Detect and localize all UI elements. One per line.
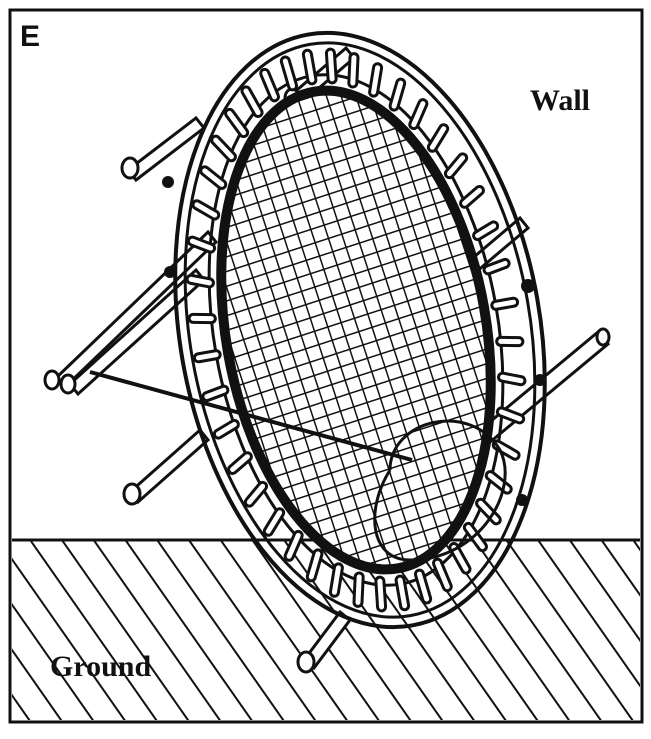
wall-label: Wall bbox=[530, 84, 591, 117]
spring bbox=[240, 85, 264, 119]
spring bbox=[283, 529, 304, 562]
spring bbox=[431, 557, 453, 593]
ground-label: Ground bbox=[50, 650, 152, 683]
spring bbox=[408, 98, 429, 131]
spring bbox=[210, 134, 237, 163]
spring bbox=[262, 507, 286, 537]
elastic-loop bbox=[373, 419, 507, 562]
support-rod bbox=[89, 370, 413, 462]
spring bbox=[328, 562, 344, 598]
spring bbox=[243, 480, 269, 508]
spring bbox=[459, 185, 485, 209]
spring bbox=[352, 571, 365, 608]
spring bbox=[482, 257, 511, 276]
spring bbox=[413, 568, 433, 605]
spring bbox=[475, 497, 502, 526]
mesh-mat bbox=[216, 85, 496, 575]
spring bbox=[324, 47, 338, 85]
spring bbox=[495, 406, 526, 425]
frame-brackets bbox=[162, 176, 546, 506]
spring bbox=[347, 52, 360, 89]
spring bbox=[426, 123, 450, 153]
spring bbox=[301, 48, 318, 86]
springs bbox=[185, 47, 527, 613]
spring bbox=[472, 220, 500, 242]
spring bbox=[443, 152, 469, 180]
spring bbox=[495, 335, 525, 348]
spring bbox=[185, 273, 215, 289]
spring bbox=[199, 165, 228, 190]
spring bbox=[227, 451, 253, 475]
spring bbox=[201, 384, 230, 403]
spring bbox=[186, 235, 217, 254]
spring bbox=[259, 67, 281, 103]
spring bbox=[497, 371, 527, 387]
panel-label: E bbox=[20, 20, 41, 53]
spring bbox=[305, 548, 324, 583]
spring bbox=[394, 574, 411, 612]
spring bbox=[224, 107, 250, 139]
spring bbox=[374, 575, 388, 613]
spring bbox=[490, 296, 520, 311]
spring bbox=[212, 418, 240, 440]
spring bbox=[388, 77, 407, 112]
spring bbox=[368, 62, 384, 98]
spring bbox=[187, 312, 217, 325]
spring bbox=[192, 349, 222, 364]
spring bbox=[191, 199, 221, 221]
spring bbox=[279, 55, 299, 92]
